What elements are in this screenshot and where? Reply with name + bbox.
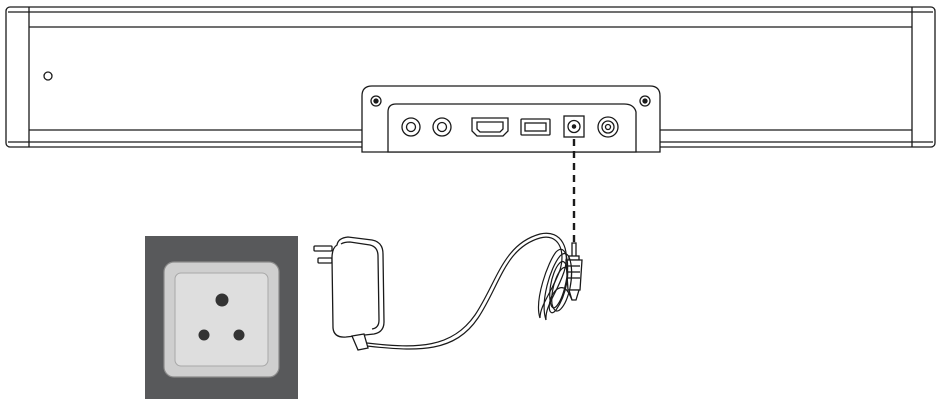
cable-coil — [538, 248, 573, 319]
screw-left-icon — [370, 95, 382, 107]
screw-right-icon — [639, 95, 651, 107]
cable-main — [366, 236, 563, 350]
hdmi-port — [471, 117, 509, 137]
adapter-prongs-icon — [313, 245, 333, 264]
power-cable — [366, 232, 573, 350]
cable-strand — [366, 232, 567, 347]
socket-face — [174, 272, 269, 367]
dc-plug — [565, 242, 583, 301]
socket-live-hole — [198, 329, 210, 341]
dc-plug-icon — [565, 259, 583, 291]
indicator-led-icon — [43, 71, 53, 81]
power-adapter — [313, 236, 385, 351]
dc-plug-tip-icon — [571, 242, 577, 258]
wall-socket — [145, 236, 298, 399]
port-panel — [361, 85, 661, 153]
usb-port — [520, 118, 551, 136]
dc-in-port — [563, 115, 585, 138]
adapter-strain-relief — [351, 333, 369, 351]
three-pin-socket-icon — [198, 293, 245, 341]
aux-in-2-port — [432, 117, 452, 137]
aux-in-1-port — [401, 117, 421, 137]
socket-neutral-hole — [233, 329, 245, 341]
coaxial-port — [597, 116, 619, 138]
socket-earth-hole — [215, 293, 229, 307]
